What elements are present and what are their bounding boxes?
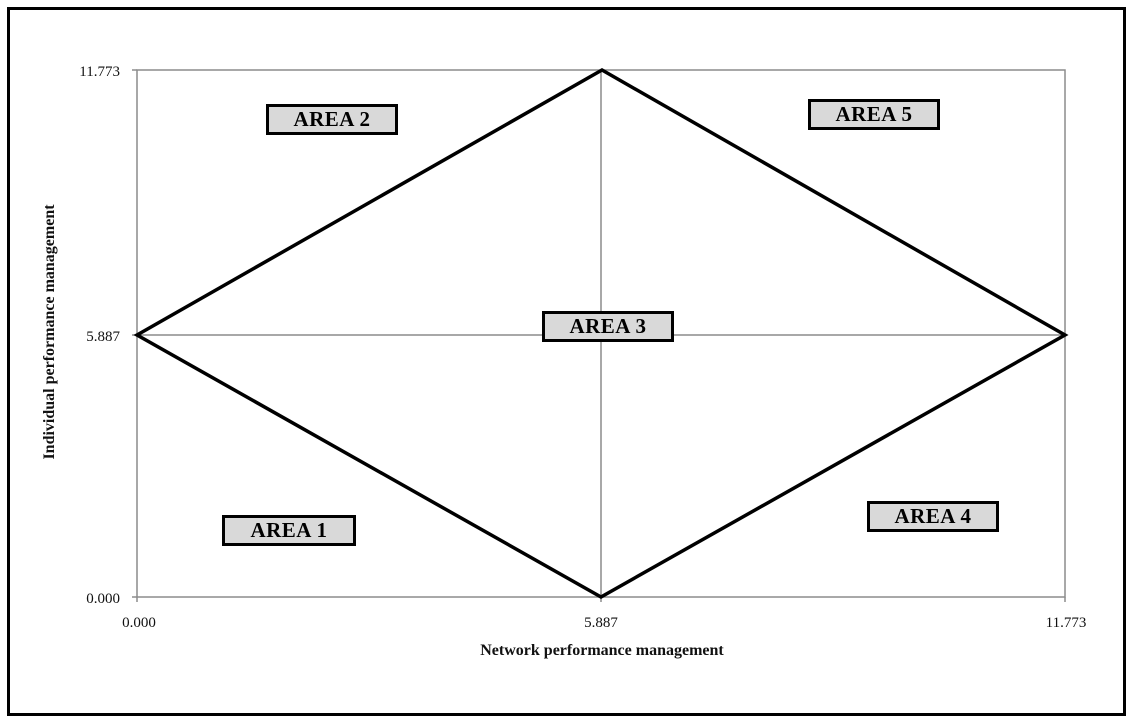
x-tick-label: 11.773 [1046, 615, 1087, 631]
chart-frame [7, 7, 1126, 716]
x-tick-label: 5.887 [584, 615, 618, 631]
y-tick-label: 0.000 [86, 591, 120, 607]
x-tick-label: 0.000 [122, 615, 156, 631]
area-3-label: AREA 3 [542, 311, 674, 342]
area-5-label: AREA 5 [808, 99, 940, 130]
y-tick-label: 5.887 [86, 329, 120, 345]
diamond-series-line [133, 67, 1069, 600]
area-1-label: AREA 1 [222, 515, 356, 546]
y-tick-label: 11.773 [79, 64, 120, 80]
area-4-label: AREA 4 [867, 501, 999, 532]
x-axis-title: Network performance management [480, 642, 724, 659]
y-axis-title: Individual performance management [41, 204, 58, 460]
area-2-label: AREA 2 [266, 104, 398, 135]
